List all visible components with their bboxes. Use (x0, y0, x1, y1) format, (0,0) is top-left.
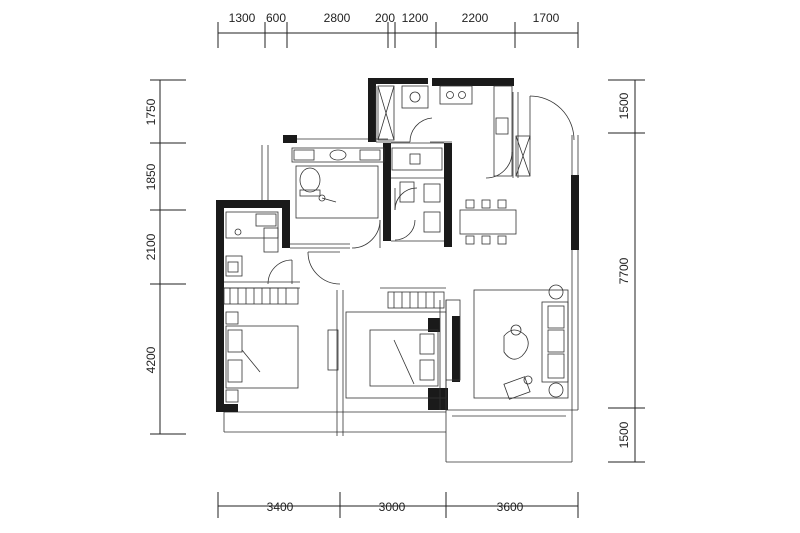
right-dimension-line: 1500 7700 1500 (608, 79, 645, 463)
right-dim-2: 7700 (617, 257, 631, 284)
kitchen-sink-icon (401, 85, 429, 109)
interior-walls (216, 92, 519, 436)
left-dim-2: 1850 (144, 163, 158, 190)
dining-table-icon (459, 199, 517, 245)
bedroom2-wardrobe-icon (387, 291, 445, 309)
left-dim-3: 2100 (144, 233, 158, 260)
left-dimension-line: 1750 1850 2100 4200 (144, 79, 186, 435)
bath1-fixtures (225, 211, 279, 277)
bottom-dim-3: 3600 (497, 500, 524, 514)
stove-icon (439, 85, 473, 105)
top-dim-2: 600 (266, 11, 286, 25)
bottom-dim-2: 3000 (379, 500, 406, 514)
right-dim-1: 1500 (617, 92, 631, 119)
bath2-toilet-icon (399, 181, 441, 233)
sofa-icon (541, 284, 569, 398)
top-dim-1: 1300 (229, 11, 256, 25)
kitchen-counter (377, 85, 513, 177)
lounge-chair-icon (503, 324, 533, 400)
shower-icon (295, 165, 379, 219)
fridge-icon (515, 135, 531, 177)
top-dim-7: 1700 (533, 11, 560, 25)
bottom-dim-1: 3400 (267, 500, 294, 514)
bed-icon (225, 311, 339, 403)
bottom-dimension-line: 3400 3000 3600 (217, 492, 579, 518)
right-dim-3: 1500 (617, 421, 631, 448)
top-dimension-line: 1300 600 2800 200 1200 2200 1700 (217, 11, 579, 48)
top-dim-6: 2200 (462, 11, 489, 25)
left-dim-4: 4200 (144, 346, 158, 373)
top-dim-5: 1200 (402, 11, 429, 25)
tv-cabinet (445, 299, 461, 381)
bath2-sink-icon (391, 147, 443, 171)
top-dim-4: 200 (375, 11, 395, 25)
door-swings (267, 95, 575, 285)
bathroom-vanity (291, 147, 385, 163)
outer-walls (216, 78, 579, 463)
wardrobe-icon (223, 287, 299, 305)
toilet-icon (299, 167, 321, 197)
left-dim-1: 1750 (144, 98, 158, 125)
top-dim-3: 2800 (324, 11, 351, 25)
